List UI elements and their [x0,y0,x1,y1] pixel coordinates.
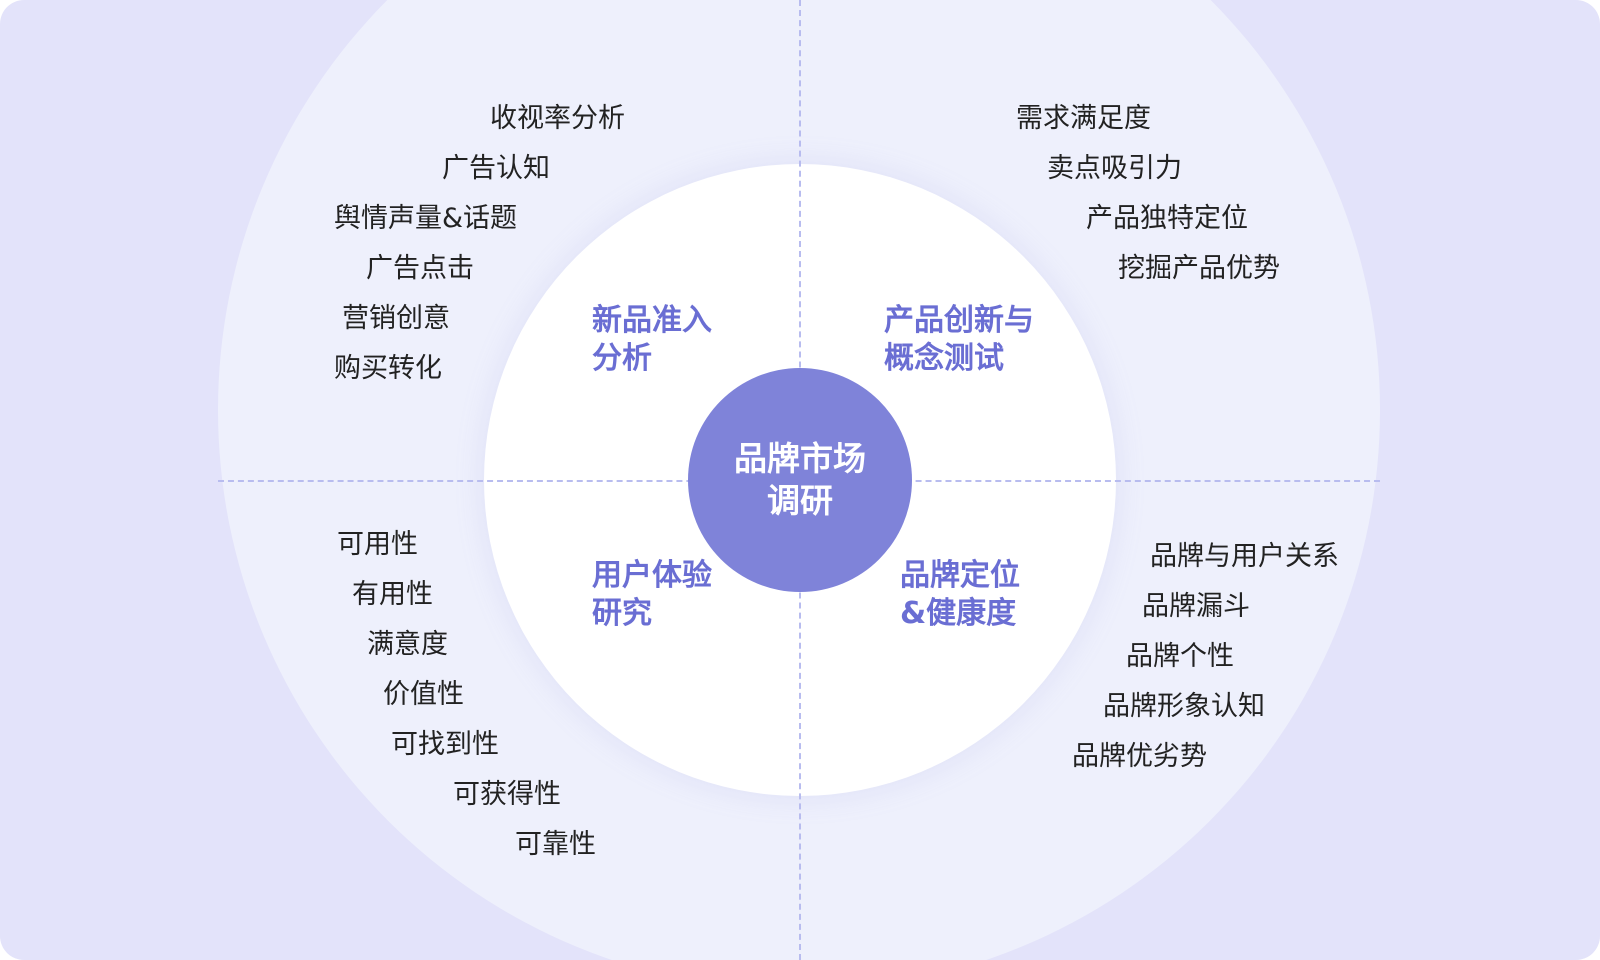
quadrant-title-line-2: 研究 [592,596,652,631]
quadrant-title-line-2: 分析 [592,341,652,376]
list-item: 价值性 [383,679,464,710]
list-item: 营销创意 [342,303,450,334]
quadrant-title-new-product: 新品准入 分析 [592,302,712,378]
list-item: 可获得性 [453,779,561,810]
quadrant-title-line-1: 品牌定位 [900,558,1020,593]
list-item: 品牌个性 [1126,641,1234,672]
list-item: 品牌漏斗 [1142,591,1250,622]
quadrant-title-line-1: 用户体验 [592,558,712,593]
quadrant-title-line-2: 概念测试 [884,341,1004,376]
list-item: 购买转化 [334,353,442,384]
quadrant-title-brand-positioning: 品牌定位 &健康度 [900,557,1020,633]
list-item: 需求满足度 [1016,103,1151,134]
list-item: 品牌形象认知 [1103,691,1265,722]
center-circle: 品牌市场 调研 [688,368,912,592]
list-item: 可找到性 [391,729,499,760]
list-item: 可靠性 [515,829,596,860]
quadrant-title-line-1: 产品创新与 [884,303,1034,338]
center-title-line-1: 品牌市场 [734,439,866,478]
quadrant-title-product-innovation: 产品创新与 概念测试 [884,302,1034,378]
quadrant-title-line-1: 新品准入 [592,303,712,338]
list-item: 挖掘产品优势 [1118,253,1280,284]
list-item: 广告点击 [366,253,474,284]
quadrant-title-user-experience: 用户体验 研究 [592,557,712,633]
list-item: 广告认知 [442,153,550,184]
list-item: 卖点吸引力 [1047,153,1182,184]
list-item: 可用性 [337,529,418,560]
center-title-line-2: 调研 [767,481,833,520]
list-item: 品牌优劣势 [1072,741,1207,772]
list-item: 收视率分析 [490,103,625,134]
list-item: 品牌与用户关系 [1150,541,1339,572]
list-item: 满意度 [367,629,448,660]
list-item: 有用性 [352,579,433,610]
quadrant-title-line-2: &健康度 [900,596,1017,631]
list-item: 产品独特定位 [1086,203,1248,234]
list-item: 舆情声量&话题 [334,203,518,234]
